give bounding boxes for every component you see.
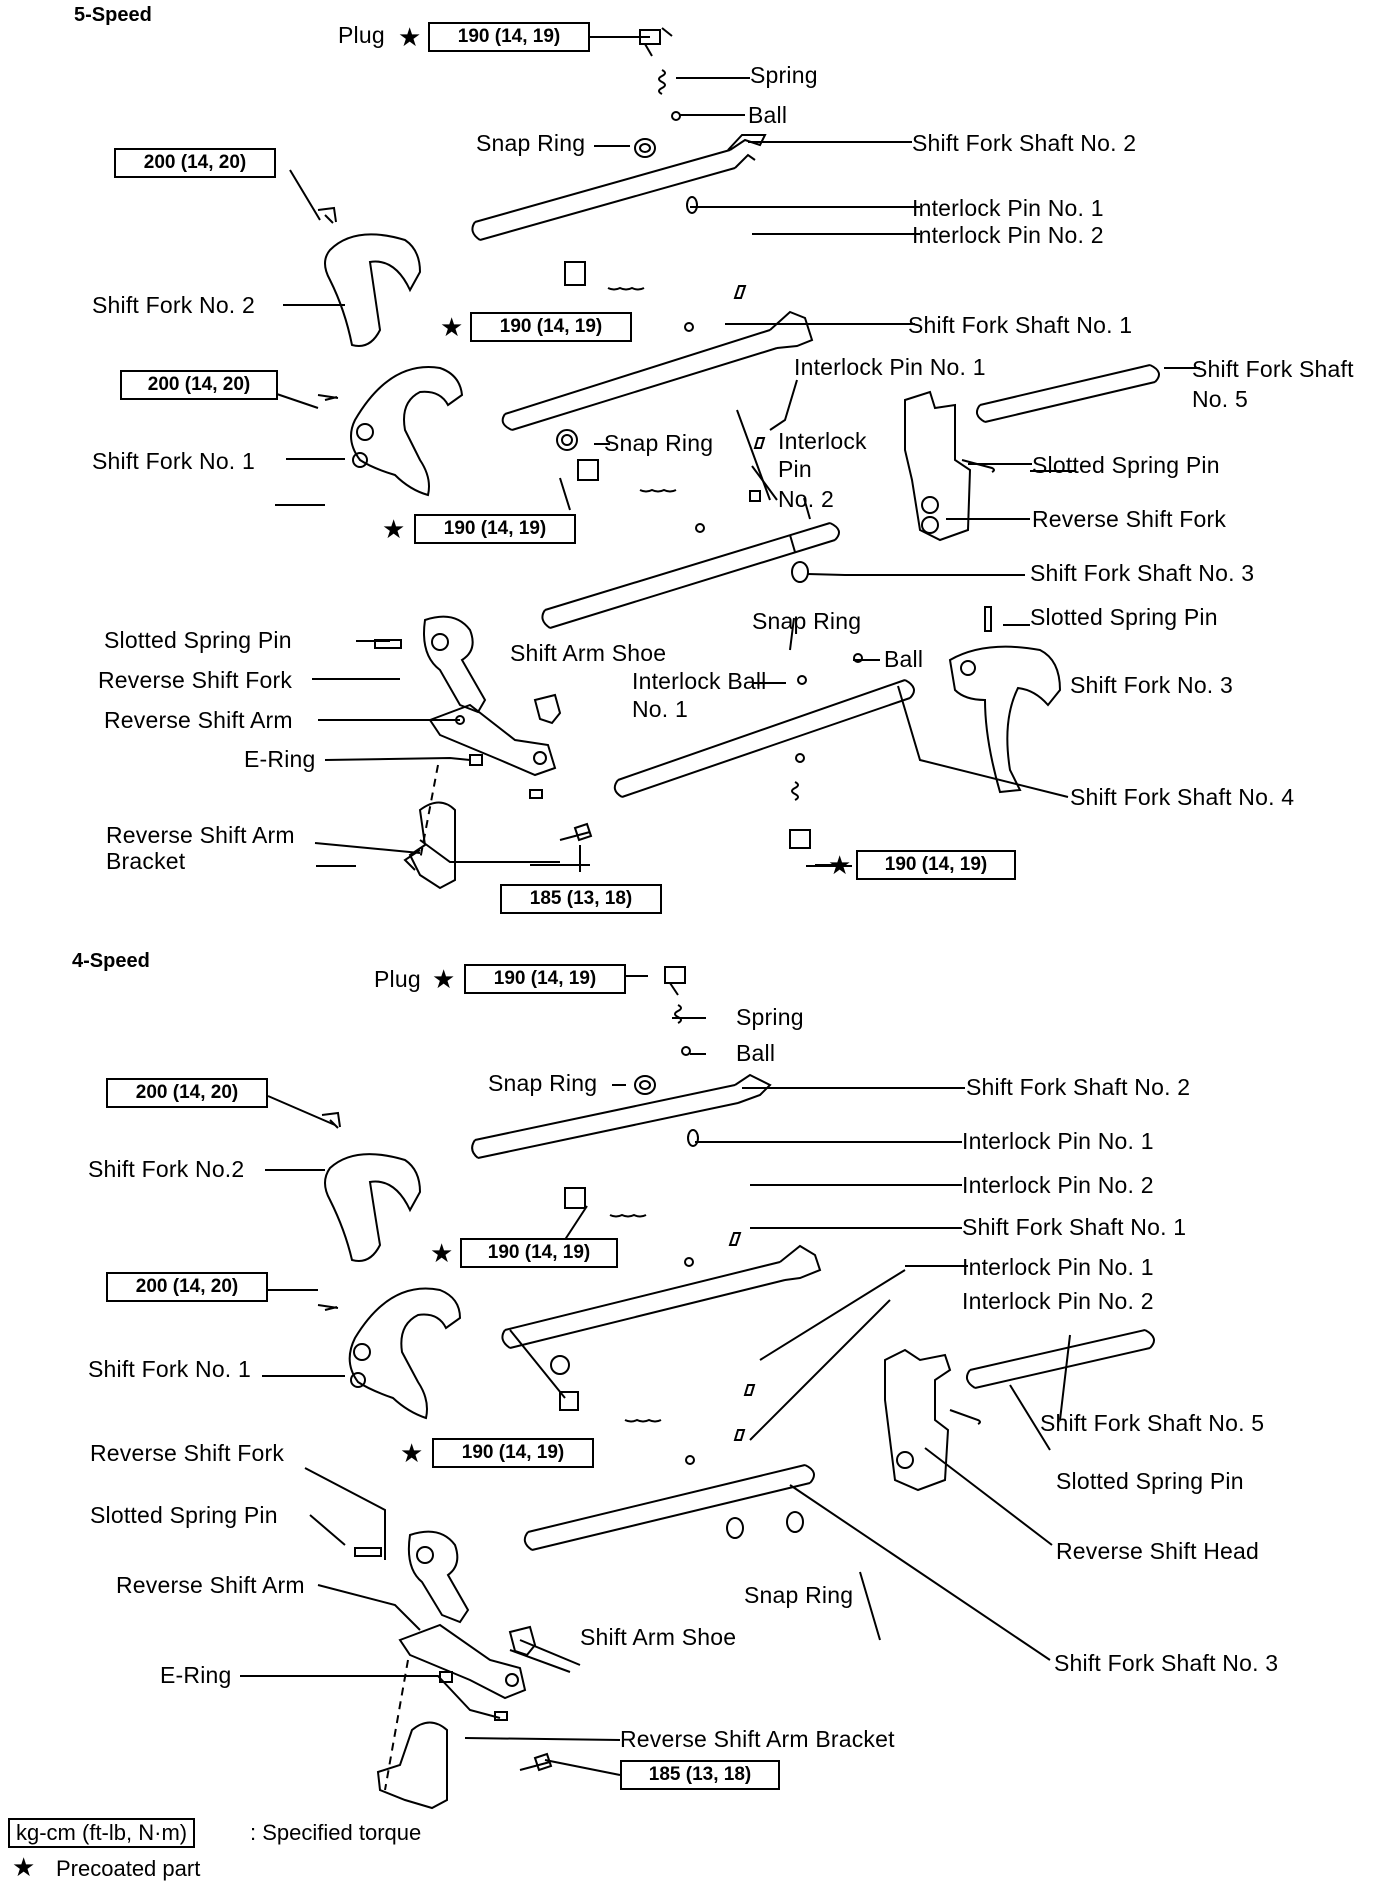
- e-ring-label: E-Ring: [244, 746, 316, 772]
- shift-fork-3-label: Shift Fork No. 3: [1070, 672, 1233, 698]
- slotted-spring-pin-label: Slotted Spring Pin: [1032, 452, 1220, 478]
- spring-label: Spring: [750, 62, 818, 88]
- spring-label: Spring: [736, 1004, 804, 1030]
- torque-box: 200 (14, 20): [106, 1272, 268, 1302]
- slotted-spring-pin-label: Slotted Spring Pin: [104, 627, 292, 653]
- e-ring-label: E-Ring: [160, 1662, 232, 1688]
- interlock-pin-1-label: Interlock Pin No. 1: [912, 195, 1104, 221]
- reverse-shift-arm-bracket-label: Reverse Shift Arm: [106, 822, 295, 848]
- shift-fork-shaft-2-label: Shift Fork Shaft No. 2: [912, 130, 1137, 156]
- torque-box: 190 (14, 19): [470, 312, 632, 342]
- reverse-shift-arm-label: Reverse Shift Arm: [104, 707, 293, 733]
- ball-label: Ball: [736, 1040, 776, 1066]
- interlock-ball-label: Interlock Ball: [632, 668, 767, 694]
- reverse-shift-arm-bracket-label: Reverse Shift Arm Bracket: [620, 1726, 895, 1752]
- shift-fork-shaft-3-label: Shift Fork Shaft No. 3: [1030, 560, 1255, 586]
- shift-fork-shaft-5-label: Shift Fork Shaft No. 5: [1040, 1410, 1265, 1436]
- four-speed-drawing: [240, 966, 1155, 1810]
- reverse-shift-fork-label: Reverse Shift Fork: [1032, 506, 1227, 532]
- shift-fork-1-label: Shift Fork No. 1: [88, 1356, 251, 1382]
- reverse-shift-fork-label: Reverse Shift Fork: [98, 667, 293, 693]
- slotted-spring-pin-label: Slotted Spring Pin: [1030, 604, 1218, 630]
- interlock-pin-1-label: Interlock Pin No. 1: [962, 1254, 1154, 1280]
- interlock-pin-2-label: Interlock Pin No. 2: [962, 1288, 1154, 1314]
- snap-ring-label: Snap Ring: [476, 130, 586, 156]
- precoated-star-icon: ★: [430, 1238, 454, 1268]
- interlock-pin-label: No. 2: [778, 486, 834, 512]
- interlock-pin-label: Interlock: [778, 428, 867, 454]
- precoated-star-icon: ★: [440, 312, 464, 342]
- shift-arm-shoe-label: Shift Arm Shoe: [580, 1624, 737, 1650]
- interlock-pin-label: Pin: [778, 456, 812, 482]
- snap-ring-label: Snap Ring: [744, 1582, 854, 1608]
- plug-label: Plug: [374, 966, 421, 992]
- torque-box: 190 (14, 19): [428, 22, 590, 52]
- five-speed-drawing: [264, 27, 1200, 890]
- precoated-star-icon: ★: [828, 850, 852, 880]
- interlock-pin-1-label: Interlock Pin No. 1: [794, 354, 986, 380]
- precoated-star-icon: ★: [432, 964, 456, 994]
- shift-fork-2-label: Shift Fork No.2: [88, 1156, 245, 1182]
- interlock-pin-1-label: Interlock Pin No. 1: [962, 1128, 1154, 1154]
- shift-fork-shaft-1-label: Shift Fork Shaft No. 1: [962, 1214, 1187, 1240]
- reverse-shift-arm-bracket-label: Bracket: [106, 848, 186, 874]
- reverse-shift-head-label: Reverse Shift Head: [1056, 1538, 1260, 1564]
- shift-fork-shaft-4-label: Shift Fork Shaft No. 4: [1070, 784, 1295, 810]
- shift-fork-shaft-2-label: Shift Fork Shaft No. 2: [966, 1074, 1191, 1100]
- legend-star-icon: ★: [12, 1852, 36, 1882]
- shift-fork-1-label: Shift Fork No. 1: [92, 448, 255, 474]
- legend-torque-box: kg-cm (ft-lb, N·m): [8, 1818, 196, 1848]
- torque-box: 200 (14, 20): [114, 148, 276, 178]
- torque-box: 190 (14, 19): [856, 850, 1016, 880]
- snap-ring-label: Snap Ring: [488, 1070, 598, 1096]
- shift-fork-shaft-5-label: No. 5: [1192, 386, 1248, 412]
- shift-fork-shaft-5-label: Shift Fork Shaft: [1192, 356, 1354, 382]
- precoated-star-icon: ★: [398, 22, 422, 52]
- precoated-star-icon: ★: [400, 1438, 424, 1468]
- five-speed-title: 5-Speed: [74, 4, 152, 26]
- torque-box: 190 (14, 19): [460, 1238, 618, 1268]
- snap-ring-label: Snap Ring: [604, 430, 714, 456]
- torque-box: 185 (13, 18): [620, 1760, 780, 1790]
- slotted-spring-pin-label: Slotted Spring Pin: [90, 1502, 278, 1528]
- shift-fork-2-label: Shift Fork No. 2: [92, 292, 255, 318]
- shift-fork-shaft-1-label: Shift Fork Shaft No. 1: [908, 312, 1133, 338]
- shift-arm-shoe-label: Shift Arm Shoe: [510, 640, 667, 666]
- ball-label: Ball: [748, 102, 788, 128]
- interlock-pin-2-label: Interlock Pin No. 2: [962, 1172, 1154, 1198]
- torque-box: 185 (13, 18): [500, 884, 662, 914]
- ball-label: Ball: [884, 646, 924, 672]
- torque-box: 190 (14, 19): [414, 514, 576, 544]
- interlock-ball-label: No. 1: [632, 696, 688, 722]
- precoated-star-icon: ★: [382, 514, 406, 544]
- four-speed-title: 4-Speed: [72, 950, 150, 972]
- torque-box: 190 (14, 19): [464, 964, 626, 994]
- legend-star-desc: Precoated part: [56, 1856, 201, 1881]
- legend-torque-desc: : Specified torque: [250, 1820, 422, 1845]
- interlock-pin-2-label: Interlock Pin No. 2: [912, 222, 1104, 248]
- plug-label: Plug: [338, 22, 385, 48]
- shift-fork-shaft-3-label: Shift Fork Shaft No. 3: [1054, 1650, 1279, 1676]
- torque-box: 200 (14, 20): [120, 370, 278, 400]
- torque-box: 190 (14, 19): [432, 1438, 594, 1468]
- torque-box: 200 (14, 20): [106, 1078, 268, 1108]
- snap-ring-label: Snap Ring: [752, 608, 862, 634]
- reverse-shift-fork-label: Reverse Shift Fork: [90, 1440, 285, 1466]
- reverse-shift-arm-label: Reverse Shift Arm: [116, 1572, 305, 1598]
- slotted-spring-pin-label: Slotted Spring Pin: [1056, 1468, 1244, 1494]
